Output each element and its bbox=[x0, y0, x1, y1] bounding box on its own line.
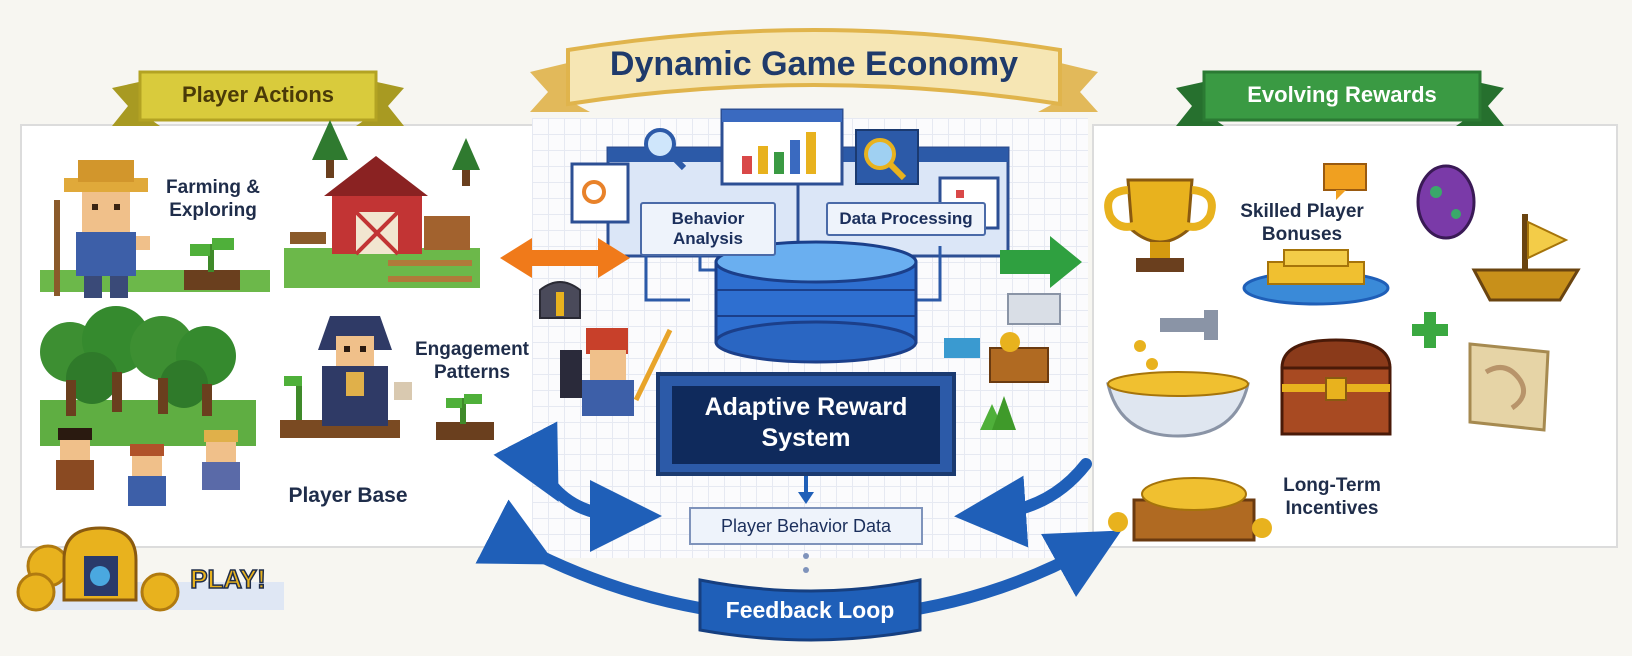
feedback-loop-label: Feedback Loop bbox=[700, 596, 920, 624]
gold-bath-icon bbox=[1108, 372, 1248, 436]
player-behavior-data-label: Player Behavior Data bbox=[690, 515, 922, 537]
skilled-player-bonuses-label: Skilled Player Bonuses bbox=[1232, 200, 1372, 246]
page-title: Dynamic Game Economy bbox=[568, 44, 1060, 84]
gold-dish-icon bbox=[1244, 250, 1388, 304]
engagement-patterns-label: Engagement Patterns bbox=[410, 338, 534, 384]
sprout-icon bbox=[436, 394, 494, 440]
green-arrow bbox=[1000, 236, 1082, 288]
ship-icon bbox=[1474, 214, 1578, 300]
long-term-incentives-label: Long-Term Incentives bbox=[1270, 474, 1394, 520]
play-badge: PLAY! bbox=[180, 564, 276, 594]
database-icon bbox=[716, 242, 916, 362]
evolving-rewards-title: Evolving Rewards bbox=[1204, 80, 1480, 110]
faucet-icon bbox=[1134, 310, 1218, 370]
behavior-analysis-label: Behavior Analysis bbox=[640, 202, 776, 256]
dotted-connector bbox=[803, 553, 809, 573]
plus-icon bbox=[1412, 312, 1448, 348]
screen-to-data-arrow bbox=[798, 476, 814, 504]
sprout-icon bbox=[184, 238, 240, 290]
adaptive-reward-label: Adaptive Reward System bbox=[680, 392, 932, 454]
data-processing-label: Data Processing bbox=[826, 202, 986, 236]
forest-icon bbox=[40, 306, 256, 446]
map-icon bbox=[1470, 344, 1548, 430]
magnifier-icon bbox=[856, 130, 918, 184]
egg-icon bbox=[1418, 166, 1474, 238]
bar-chart-icon bbox=[722, 110, 842, 184]
player-actions-title: Player Actions bbox=[140, 80, 376, 110]
treasure-chest-icon bbox=[1282, 340, 1390, 434]
chat-bubble-icon bbox=[1324, 164, 1366, 200]
ingot-icon bbox=[944, 294, 1060, 382]
trophy-icon bbox=[1108, 180, 1212, 272]
coin-pile-icon bbox=[1108, 478, 1272, 540]
farming-exploring-label: Farming & Exploring bbox=[158, 176, 268, 222]
barn-icon bbox=[284, 120, 480, 288]
helmet-icon bbox=[540, 282, 580, 318]
player-base-label: Player Base bbox=[278, 484, 418, 507]
hooded-player-icon bbox=[280, 316, 412, 438]
adventurer-icon bbox=[560, 328, 670, 416]
bush-icon bbox=[980, 396, 1016, 430]
